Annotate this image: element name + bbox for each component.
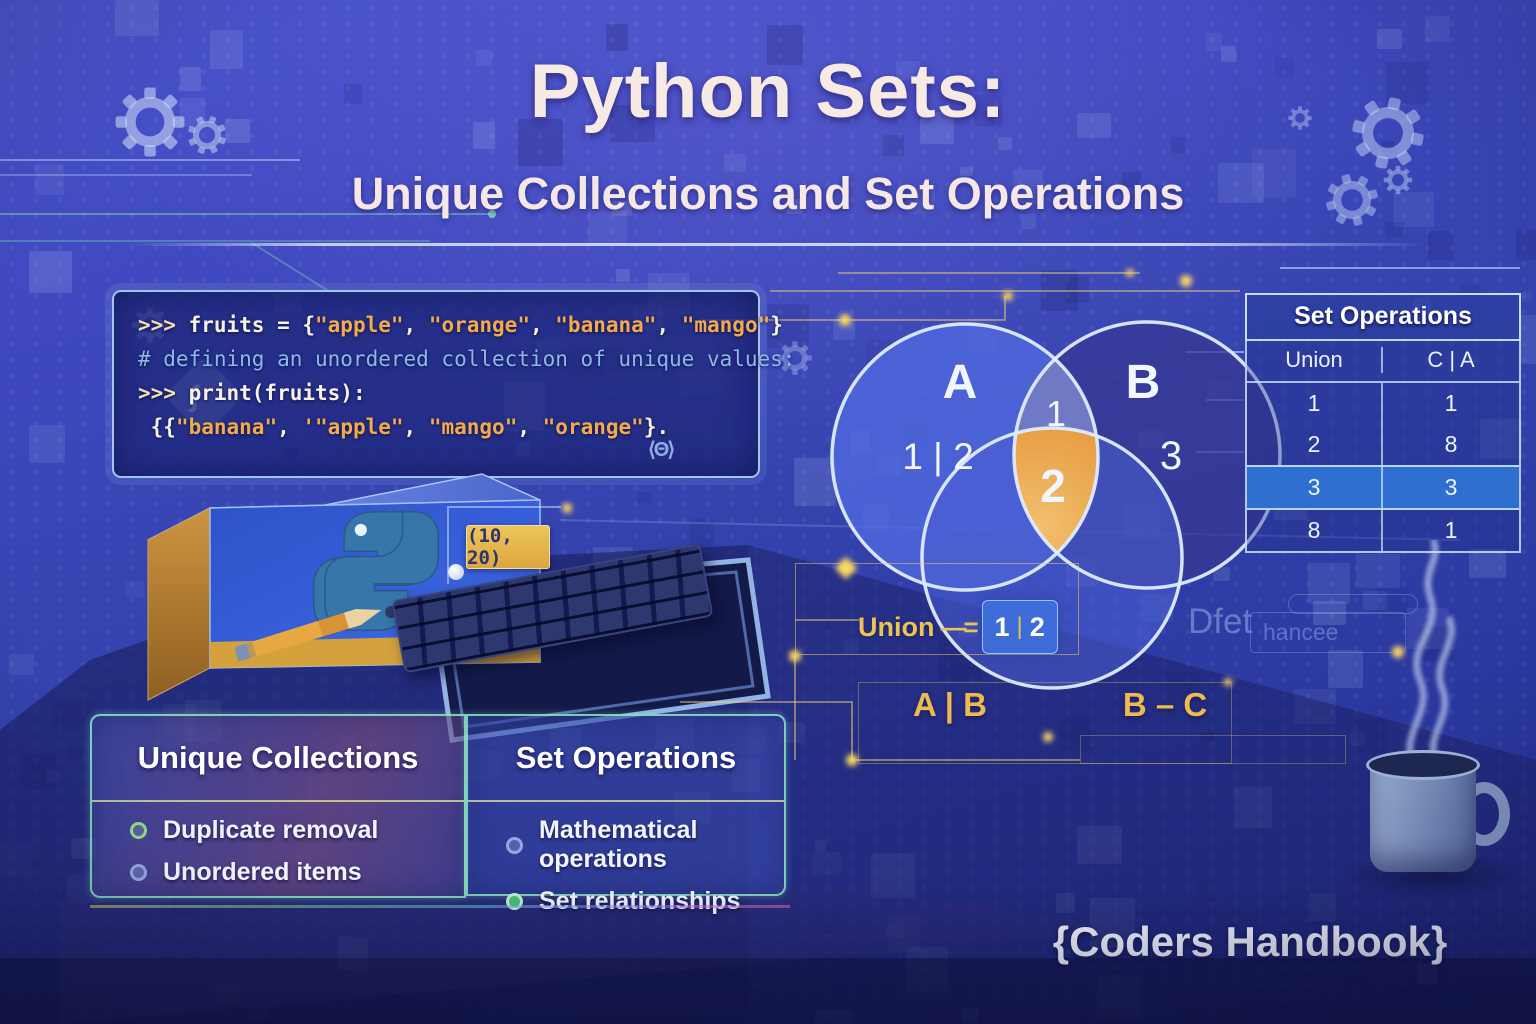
list-item: Set relationships — [506, 887, 784, 916]
page-subtitle: Unique Collections and Set Operations — [351, 168, 1185, 219]
rainbow-divider — [90, 905, 790, 908]
union-equals: —= — [940, 611, 978, 642]
panel-header: Unique Collections — [92, 716, 464, 802]
bullet-icon — [506, 836, 523, 854]
venn-diagram: A B 1 | 2 3 1 2 — [830, 320, 1282, 690]
code-line: >>> print(fruits): — [138, 381, 366, 405]
title-divider — [128, 243, 1428, 246]
union-result-box: 1 | 2 — [981, 600, 1058, 654]
union-value-right: 2 — [1029, 611, 1045, 642]
brand-watermark: {Coders Handbook} — [1052, 918, 1448, 965]
cube-left-face — [147, 507, 211, 701]
bullet-icon — [130, 822, 147, 839]
faded-pill — [1288, 594, 1418, 614]
faded-text: Dfet — [1188, 602, 1253, 641]
item-label: Unordered items — [163, 858, 362, 886]
list-item: Unordered items — [130, 858, 464, 887]
table-cell: 1 — [1444, 517, 1458, 543]
list-item: Duplicate removal — [130, 816, 464, 845]
code-line: {{"banana", '"apple", "mango", "orange"}… — [138, 415, 670, 439]
table-cell: 8 — [1247, 510, 1383, 551]
table-cell: 3 — [1247, 467, 1383, 508]
table-column-header: Union — [1247, 347, 1383, 373]
coord-bracket-lines — [447, 506, 561, 584]
item-label: Duplicate removal — [163, 816, 379, 844]
table-cell: 1 — [1444, 390, 1458, 416]
table-cell: 3 — [1444, 474, 1458, 500]
union-value-left: 1 — [994, 611, 1010, 642]
coordinate-tag: (10, 20) — [466, 525, 550, 569]
table-column-header: C | A — [1427, 347, 1475, 372]
panel-title: Set Operations — [515, 740, 737, 775]
faded-box-text: hancee — [1250, 612, 1406, 653]
table-cell: 1 — [1247, 383, 1383, 424]
op-label-a-union-b: A | B — [912, 686, 987, 723]
code-line: # defining an unordered collection of un… — [138, 347, 796, 371]
item-label: Mathematical operations — [539, 816, 698, 873]
table-cell: 8 — [1444, 431, 1458, 457]
venn-value-center: 2 — [1040, 460, 1066, 512]
code-lines: >>> fruits = {"apple", "orange", "banana… — [138, 308, 796, 444]
table-column-headers: Union C | A — [1247, 339, 1519, 381]
python-code-block: >>> fruits = {"apple", "orange", "banana… — [112, 290, 796, 478]
code-line: >>> fruits = {"apple", "orange", "banana… — [138, 313, 783, 337]
page-title: Python Sets: — [529, 49, 1007, 134]
panel-header: Set Operations — [468, 716, 784, 802]
venn-label-b: B — [1126, 356, 1161, 409]
venn-value-a: 1 | 2 — [902, 436, 973, 477]
union-label: Union — [858, 611, 935, 642]
list-item: Mathematical operations — [506, 816, 784, 874]
union-separator: | — [1016, 613, 1023, 640]
table-cell: 2 — [1247, 424, 1383, 465]
mug-rim — [1366, 750, 1480, 780]
union-callout: Union —= 1 | 2 — [858, 600, 1058, 654]
gold-outline-rect — [1080, 735, 1346, 764]
table-title: Set Operations — [1245, 293, 1521, 341]
gold-outline-rect — [858, 682, 1232, 764]
gold-outline-rect — [795, 563, 1079, 655]
venn-value-b: 3 — [1160, 434, 1182, 478]
item-label: Set relationships — [539, 887, 741, 915]
code-tag-icon: ⟨Θ⟩ — [648, 439, 675, 461]
coord-node-dot — [448, 564, 464, 580]
panel-title: Unique Collections — [137, 740, 419, 775]
steam — [1406, 540, 1455, 770]
op-label-b-minus-c: B – C — [1122, 686, 1208, 723]
venn-value-ab: 1 — [1046, 393, 1066, 434]
venn-label-a: A — [943, 356, 978, 409]
bullet-icon — [130, 864, 147, 881]
